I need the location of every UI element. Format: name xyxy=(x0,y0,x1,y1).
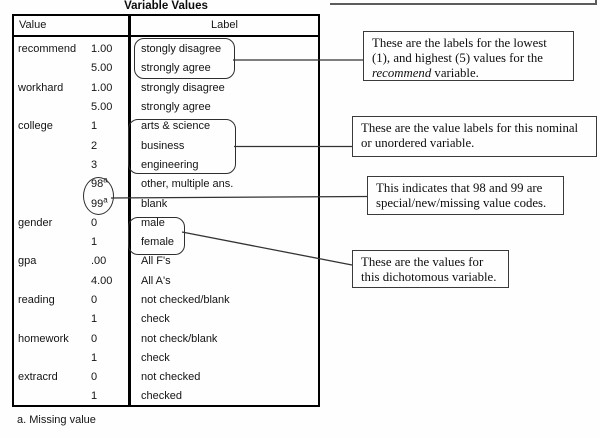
table-row: 2 business xyxy=(14,136,318,155)
highlight-oval-recommend-labels xyxy=(134,38,235,79)
row-value: 1 xyxy=(91,236,98,249)
callout-missing-value-codes: This indicates that 98 and 99 are specia… xyxy=(367,176,564,215)
row-value: 3 xyxy=(91,158,98,171)
row-value-label: checked xyxy=(141,390,182,403)
row-value-label: other, multiple ans. xyxy=(141,178,234,191)
row-variable-name: extracrd xyxy=(18,371,58,384)
row-value-label: business xyxy=(141,139,185,152)
highlight-oval-missing-value-codes xyxy=(83,177,114,215)
table-row: 4.00 All A's xyxy=(14,271,318,290)
table-row: extracrd 0 not checked xyxy=(14,368,318,387)
row-value-label: arts & science xyxy=(141,120,211,133)
callout-text: These are the labels for the lowest (1),… xyxy=(372,36,547,65)
table-row: 98a other, multiple ans. xyxy=(14,175,318,194)
table-row: 99a blank xyxy=(14,194,318,213)
table-row: gpa .00 All F's xyxy=(14,252,318,271)
row-value: 1.00 xyxy=(91,43,113,56)
table-row: 5.00 strongly agree xyxy=(14,97,318,116)
table-row: homework 0 not check/blank xyxy=(14,329,318,348)
row-value: 0 xyxy=(91,216,98,229)
table-footnote: a. Missing value xyxy=(17,414,96,426)
row-variable-name: homework xyxy=(18,332,69,345)
row-variable-name: workhard xyxy=(18,81,64,94)
row-value: 2 xyxy=(91,139,98,152)
highlight-oval-college-labels xyxy=(128,119,236,174)
row-value: 5.00 xyxy=(91,101,113,114)
row-value-label: All F's xyxy=(141,255,171,268)
row-value: 1 xyxy=(91,390,98,403)
row-value-label: stongly disagree xyxy=(141,43,222,56)
table-title: Variable Values xyxy=(124,0,208,12)
row-variable-name: reading xyxy=(18,294,55,306)
table-row: 3 engineering xyxy=(14,155,318,174)
callout-dichotomous-variable: These are the values for this dichotomou… xyxy=(352,250,509,288)
table-row: 5.00 strongly agree xyxy=(14,59,318,78)
row-value-label: strongly agree xyxy=(141,62,211,75)
row-value: 5.00 xyxy=(91,62,113,75)
table-row: workhard 1.00 strongly disagree xyxy=(14,78,318,97)
row-variable-name: recommend xyxy=(18,43,77,56)
table-row: 1 check xyxy=(14,310,318,329)
row-value-label: not checked xyxy=(141,371,201,384)
callout-text: variable. xyxy=(431,66,479,80)
row-value-label: check xyxy=(141,313,170,326)
row-value: 1.00 xyxy=(91,81,113,94)
callout-text-italic: recommend xyxy=(372,66,432,80)
row-value: 4.00 xyxy=(91,274,113,287)
table-row: recommend 1.00 stongly disagree xyxy=(14,40,318,59)
row-value-label: engineering xyxy=(141,158,199,171)
row-value-label: male xyxy=(141,216,165,229)
variable-values-table: Value Label recommend 1.00 stongly disag… xyxy=(12,14,320,407)
table-row: 1 check xyxy=(14,348,318,367)
column-divider xyxy=(128,16,131,405)
row-value-label: All A's xyxy=(141,274,171,287)
table-row: 1 female xyxy=(14,232,318,251)
row-variable-name: gender xyxy=(18,216,53,229)
row-variable-name: college xyxy=(18,120,53,133)
row-value: .00 xyxy=(91,255,107,268)
row-value-label: blank xyxy=(141,197,168,210)
row-value-label: female xyxy=(141,236,175,249)
table-row: college 1 arts & science xyxy=(14,117,318,136)
table-row: reading 0 not checked/blank xyxy=(14,290,318,309)
row-value: 1 xyxy=(91,351,98,364)
row-value: 1 xyxy=(91,313,98,326)
callout-nominal-variable: These are the value labels for this nomi… xyxy=(352,116,597,157)
column-header-label: Label xyxy=(211,19,238,32)
row-value-label: strongly agree xyxy=(141,101,211,114)
row-value: 0 xyxy=(91,294,98,306)
callout-text: These are the values for this dichotomou… xyxy=(361,255,497,284)
row-variable-name: gpa xyxy=(18,255,37,268)
callout-text: These are the value labels for this nomi… xyxy=(361,121,579,150)
row-value-label: not check/blank xyxy=(141,332,218,345)
column-header-value: Value xyxy=(19,19,47,32)
row-value-label: not checked/blank xyxy=(141,294,230,306)
table-body: recommend 1.00 stongly disagree 5.00 str… xyxy=(14,37,318,407)
cutoff-callout-box-edge xyxy=(330,0,597,5)
row-value: 1 xyxy=(91,120,98,133)
row-value: 0 xyxy=(91,332,98,345)
highlight-oval-gender-labels xyxy=(128,217,185,255)
table-row: gender 0 male xyxy=(14,213,318,232)
callout-text: This indicates that 98 and 99 are specia… xyxy=(376,181,547,210)
callout-recommend-labels: These are the labels for the lowest (1),… xyxy=(363,31,574,81)
table-row: 1 checked xyxy=(14,387,318,406)
row-value-label: strongly disagree xyxy=(141,81,225,94)
row-value-label: check xyxy=(141,351,170,364)
table-header-row: Value Label xyxy=(14,16,318,37)
row-value: 0 xyxy=(91,371,98,384)
